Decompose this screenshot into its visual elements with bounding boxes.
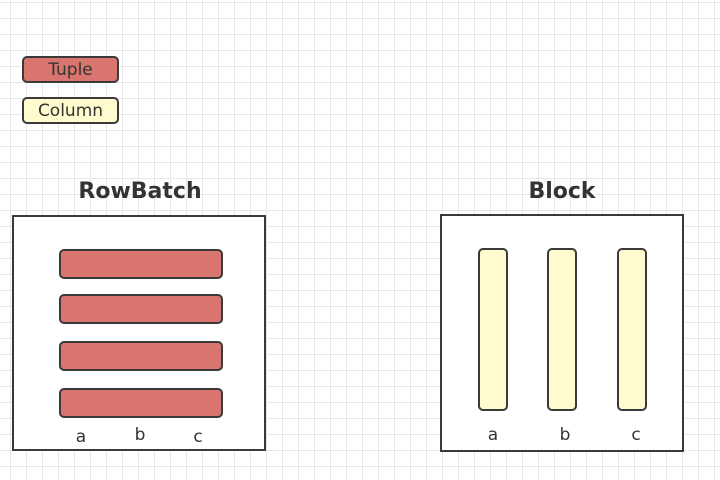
legend-column-label: Column: [37, 100, 104, 121]
tuple-row: [59, 249, 223, 279]
column-bar: [478, 248, 508, 411]
legend-tuple: Tuple: [22, 56, 119, 83]
block-container: a b c: [440, 214, 684, 452]
tuple-row: [59, 294, 223, 324]
block-label-b: b: [559, 425, 571, 445]
block-title: Block: [528, 179, 596, 204]
column-bar: [617, 248, 647, 411]
rowbatch-title: RowBatch: [78, 179, 202, 204]
rowbatch-container: a b c: [12, 215, 266, 451]
rowbatch-label-c: c: [193, 427, 203, 447]
column-bar: [547, 248, 577, 411]
rowbatch-label-b: b: [134, 425, 146, 445]
tuple-row: [59, 341, 223, 371]
legend-tuple-label: Tuple: [48, 59, 93, 80]
tuple-row: [59, 388, 223, 418]
legend-column: Column: [22, 97, 119, 124]
rowbatch-label-a: a: [75, 427, 87, 447]
block-label-c: c: [631, 425, 641, 445]
block-label-a: a: [487, 425, 499, 445]
